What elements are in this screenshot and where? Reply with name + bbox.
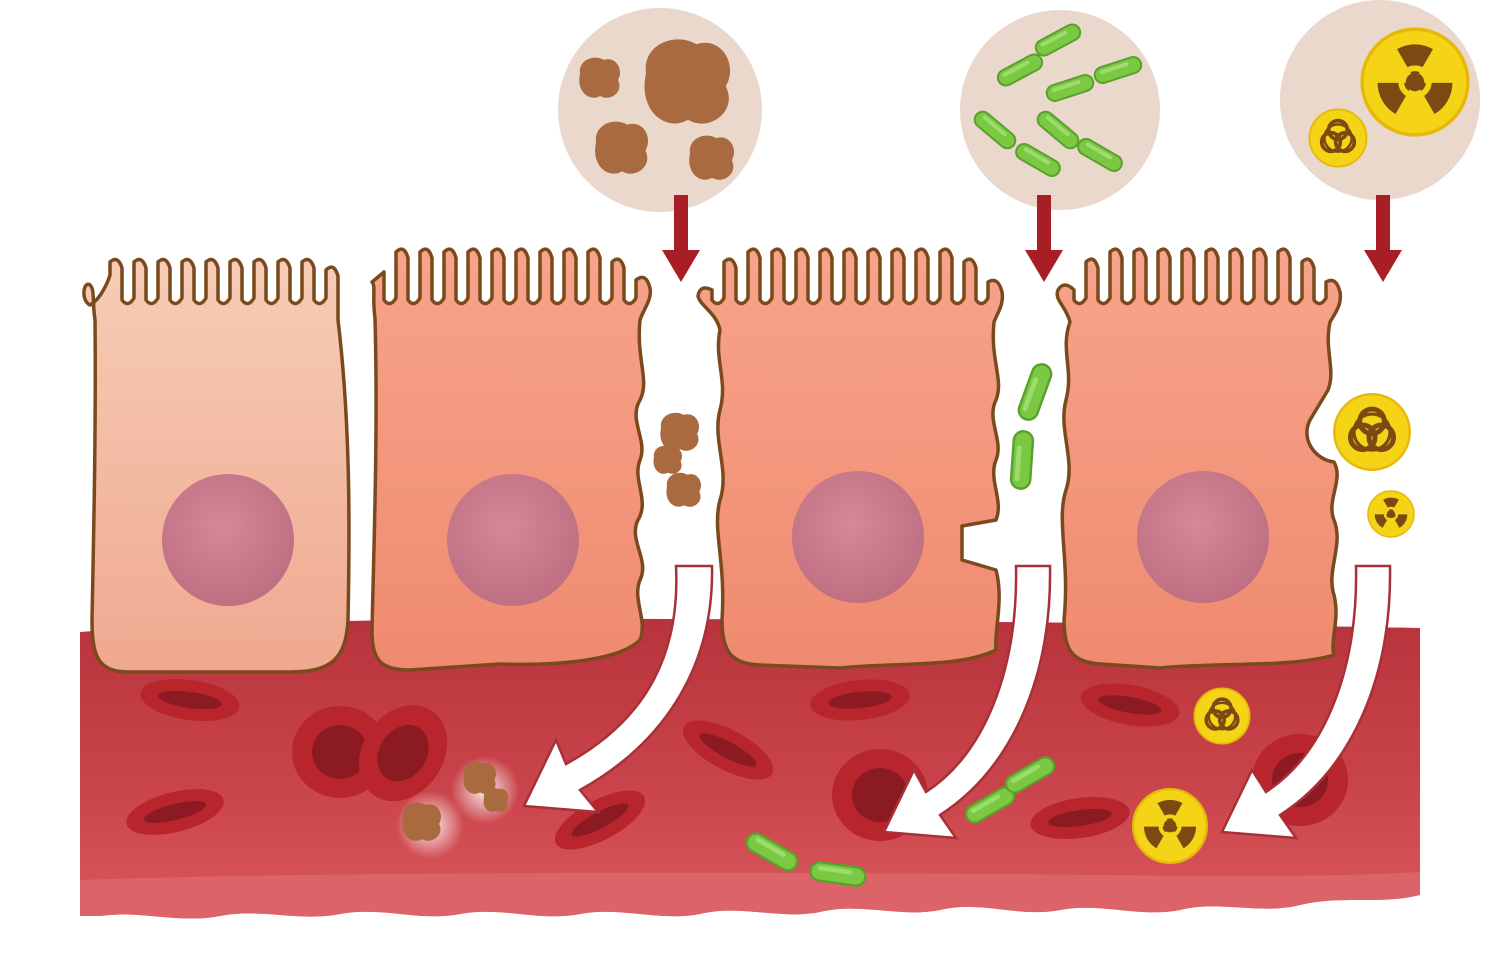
- entry-arrows: [662, 195, 1402, 282]
- curved-arrow-icon: [1220, 564, 1392, 840]
- toxin-bubble: [1280, 0, 1480, 200]
- food-particles-in-blood: [396, 756, 519, 859]
- bacteria-bubble: [960, 10, 1160, 210]
- nucleus: [1137, 471, 1269, 603]
- arrow-down-icon: [1025, 195, 1063, 282]
- arrow-down-icon: [1364, 195, 1402, 282]
- leaky-epithelial-cell-3: [1055, 247, 1343, 670]
- food-particle-bubble: [558, 8, 762, 212]
- food-particles-passing: [653, 412, 702, 507]
- curved-arrow-icon: [882, 564, 1052, 840]
- bacteria-passing: [1009, 360, 1056, 491]
- nucleus: [792, 471, 924, 603]
- arrow-down-icon: [662, 195, 700, 282]
- white-curved-arrows: [522, 564, 1392, 840]
- toxins-passing: [1334, 394, 1416, 539]
- nucleus: [447, 474, 579, 606]
- healthy-epithelial-cell: [82, 257, 351, 674]
- leaky-epithelial-cell-1: [370, 247, 653, 672]
- leaky-epithelial-cell-2: [696, 247, 1005, 670]
- nucleus: [162, 474, 294, 606]
- curved-arrow-icon: [522, 564, 714, 814]
